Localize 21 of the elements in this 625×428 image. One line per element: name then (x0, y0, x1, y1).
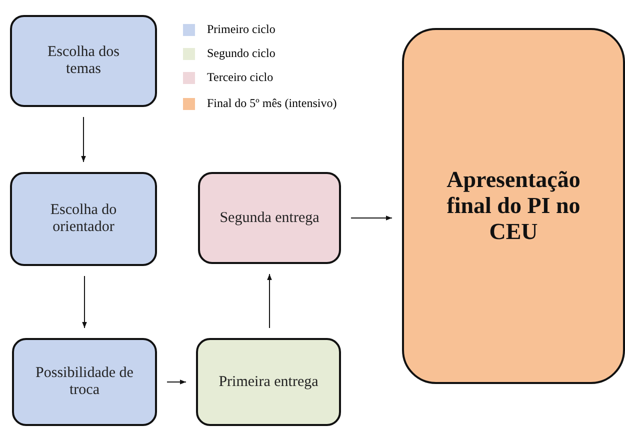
legend-label: Primeiro ciclo (207, 22, 276, 37)
box-label: Apresentação final do PI no CEU (446, 167, 582, 245)
legend-label: Final do 5º mês (intensivo) (207, 96, 337, 111)
arrow (82, 276, 87, 328)
arrow (81, 116, 86, 162)
process-box (402, 28, 625, 384)
arrow (267, 274, 272, 328)
process-box (12, 338, 157, 426)
process-box (196, 338, 341, 426)
process-box (10, 172, 157, 266)
box-label: Escolha do orientador (49, 202, 118, 236)
arrow (166, 380, 186, 384)
legend-label: Segundo ciclo (207, 46, 276, 61)
box-label: Escolha dos temas (46, 44, 121, 78)
box-label: Segunda entrega (220, 210, 320, 226)
box-label: Possibilidade de troca (34, 365, 134, 399)
process-box (198, 172, 341, 264)
process-box (10, 15, 157, 107)
arrow (350, 216, 392, 220)
legend-label: Terceiro ciclo (207, 70, 274, 85)
box-label: Primeira entrega (218, 374, 318, 390)
